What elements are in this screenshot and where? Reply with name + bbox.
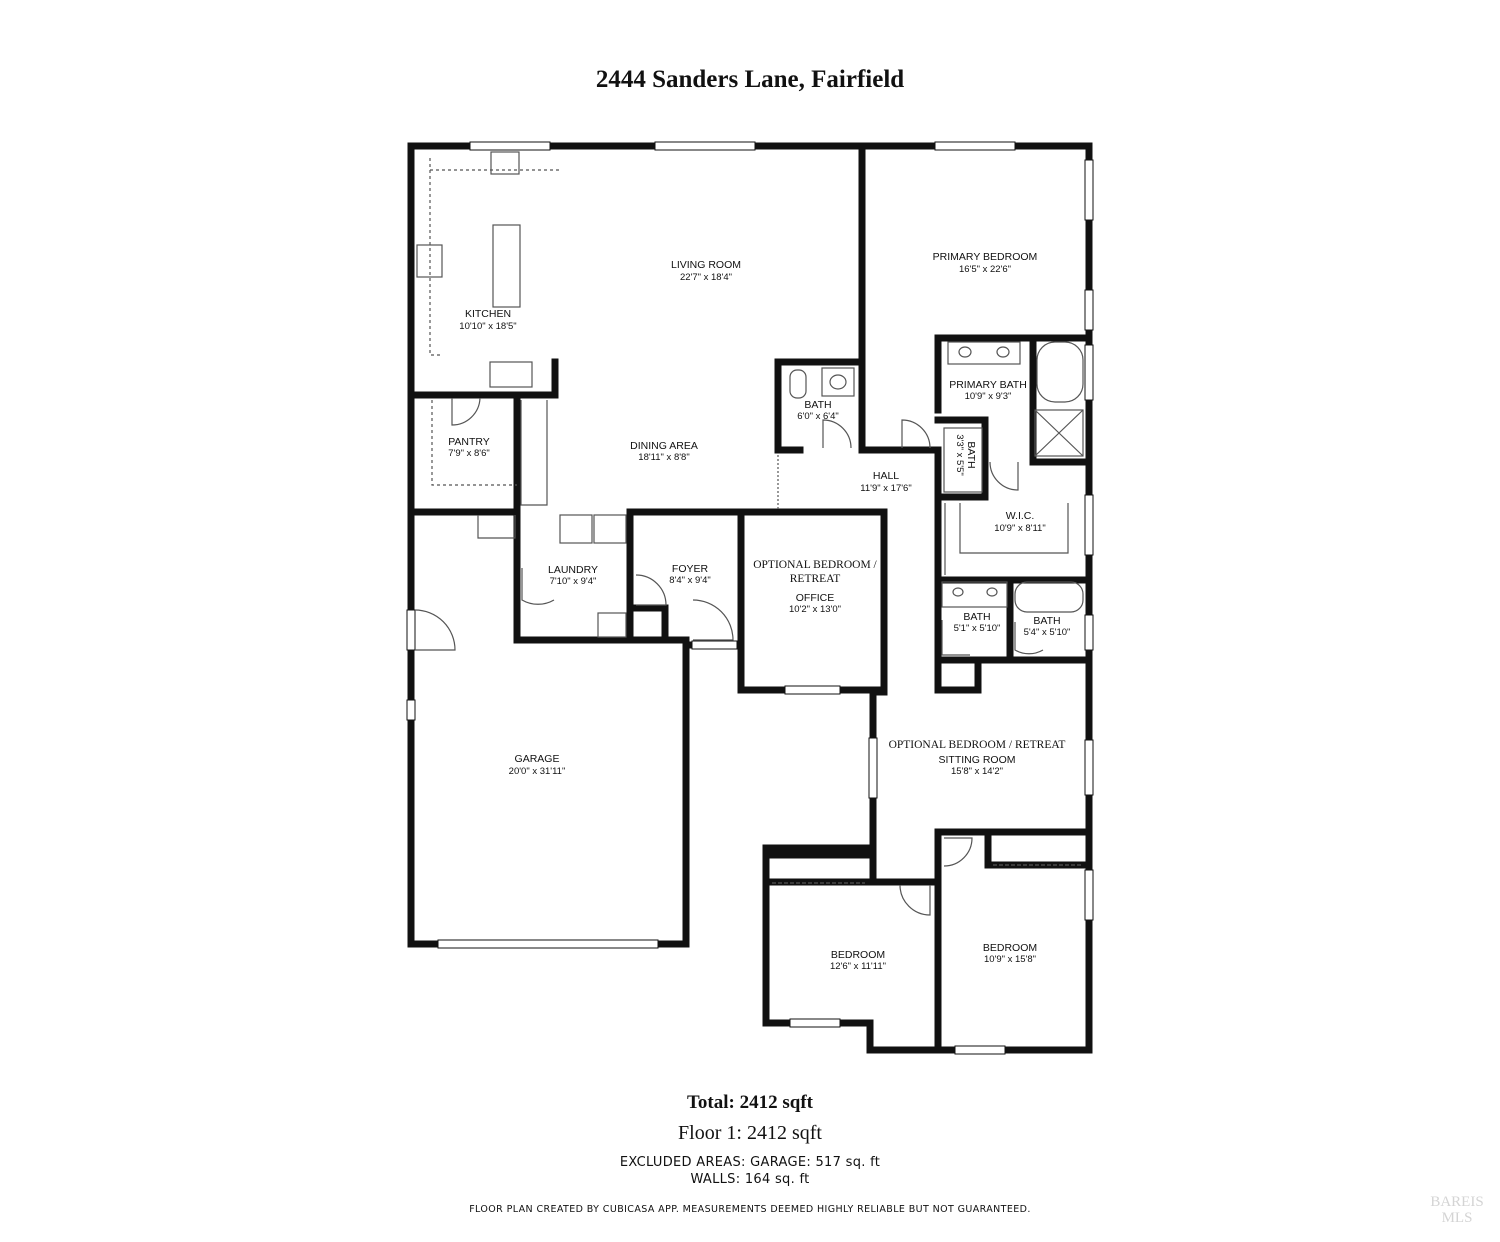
room-name: LIVING ROOM: [671, 259, 741, 271]
room-dims: 10'2" x 13'0": [789, 604, 841, 615]
room-dims: 18'11" x 8'8": [638, 452, 689, 463]
room-label-office: OPTIONAL BEDROOM / RETREAT OFFICE 10'2" …: [753, 559, 877, 615]
room-name: BEDROOM: [831, 949, 885, 961]
room-label-kitchen: KITCHEN 10'10" x 18'5": [459, 308, 516, 332]
room-label-dining-area: DINING AREA 18'11" x 8'8": [630, 440, 698, 463]
room-dims: 5'4" x 5'10": [1024, 627, 1071, 638]
room-name: PANTRY: [448, 436, 490, 448]
room-dims: 10'9" x 9'3": [965, 391, 1012, 402]
room-label-sitting-room: OPTIONAL BEDROOM / RETREAT SITTING ROOM …: [889, 739, 1066, 777]
total-area: Total: 2412 sqft: [687, 1092, 813, 1113]
room-dims: 8'4" x 9'4": [669, 575, 711, 586]
room-label-wic: W.I.C. 10'9" x 8'11": [994, 510, 1045, 534]
room-name: BEDROOM: [983, 942, 1037, 954]
room-name: GARAGE: [515, 753, 560, 765]
room-name: W.I.C.: [1006, 510, 1035, 522]
room-dims: 5'1" x 5'10": [954, 623, 1001, 634]
room-label-bath-small: BATH 3'3" x 5'5": [954, 434, 977, 476]
plan-title: 2444 Sanders Lane, Fairfield: [595, 66, 905, 93]
room-dims: 7'9" x 8'6": [448, 448, 490, 459]
room-dims: 22'7" x 18'4": [680, 272, 732, 283]
room-dims: 3'3" x 5'5": [954, 434, 965, 476]
room-label-bath-a: BATH 5'1" x 5'10": [954, 611, 1001, 634]
room-dims: 10'10" x 18'5": [459, 321, 516, 332]
room-dims: 15'8" x 14'2": [951, 766, 1003, 777]
room-name: FOYER: [672, 563, 709, 575]
room-name: KITCHEN: [465, 308, 511, 320]
room-name: HALL: [873, 470, 899, 482]
room-label-primary-bedroom: PRIMARY BEDROOM 16'5" x 22'6": [933, 251, 1038, 275]
room-dims: 12'6" x 11'11": [830, 961, 886, 972]
room-label-pantry: PANTRY 7'9" x 8'6": [448, 436, 490, 459]
room-name: BATH: [804, 399, 831, 411]
room-dims: 16'5" x 22'6": [959, 264, 1011, 275]
room-label-bedroom-right: BEDROOM 10'9" x 15'8": [983, 942, 1037, 965]
room-label-foyer: FOYER 8'4" x 9'4": [669, 563, 711, 586]
room-label-bedroom-left: BEDROOM 12'6" x 11'11": [830, 949, 886, 972]
room-dims: 20'0" x 31'11": [509, 766, 566, 777]
room-name-2: RETREAT: [790, 573, 840, 585]
room-name: BATH: [965, 441, 977, 468]
room-label-primary-bath: PRIMARY BATH 10'9" x 9'3": [949, 379, 1027, 402]
floor-1-area: Floor 1: 2412 sqft: [678, 1122, 822, 1144]
room-dims: 10'9" x 15'8": [984, 954, 1036, 965]
room-dims: 10'9" x 8'11": [994, 523, 1045, 534]
room-name: BATH: [963, 611, 990, 623]
fixtures: [414, 151, 1084, 916]
walls-area: WALLS: 164 sq. ft: [690, 1172, 810, 1187]
room-dims: 7'10" x 9'4": [550, 576, 597, 587]
windows: [406, 141, 1094, 1055]
room-name-3: OFFICE: [796, 592, 835, 604]
room-label-laundry: LAUNDRY 7'10" x 9'4": [548, 564, 598, 587]
mls-watermark: BAREIS MLS: [1430, 1194, 1484, 1226]
room-name: LAUNDRY: [548, 564, 598, 576]
room-name: DINING AREA: [630, 440, 698, 452]
room-name: OPTIONAL BEDROOM /: [753, 559, 877, 571]
room-dims: 6'0" x 6'4": [797, 411, 839, 422]
room-name: OPTIONAL BEDROOM / RETREAT: [889, 739, 1066, 751]
room-label-bath-b: BATH 5'4" x 5'10": [1024, 615, 1071, 638]
room-name: PRIMARY BEDROOM: [933, 251, 1038, 263]
room-name-2: SITTING ROOM: [939, 754, 1016, 766]
room-label-living-room: LIVING ROOM 22'7" x 18'4": [671, 259, 741, 283]
walls: [407, 142, 1093, 1054]
room-label-bath-hall: BATH 6'0" x 6'4": [797, 399, 839, 422]
disclaimer: FLOOR PLAN CREATED BY CUBICASA APP. MEAS…: [469, 1204, 1031, 1215]
room-label-garage: GARAGE 20'0" x 31'11": [509, 753, 566, 777]
room-name: PRIMARY BATH: [949, 379, 1027, 391]
room-name: BATH: [1033, 615, 1060, 627]
excluded-areas: EXCLUDED AREAS: GARAGE: 517 sq. ft: [619, 1155, 881, 1170]
room-label-hall: HALL 11'9" x 17'6": [860, 470, 911, 494]
room-dims: 11'9" x 17'6": [860, 483, 911, 494]
